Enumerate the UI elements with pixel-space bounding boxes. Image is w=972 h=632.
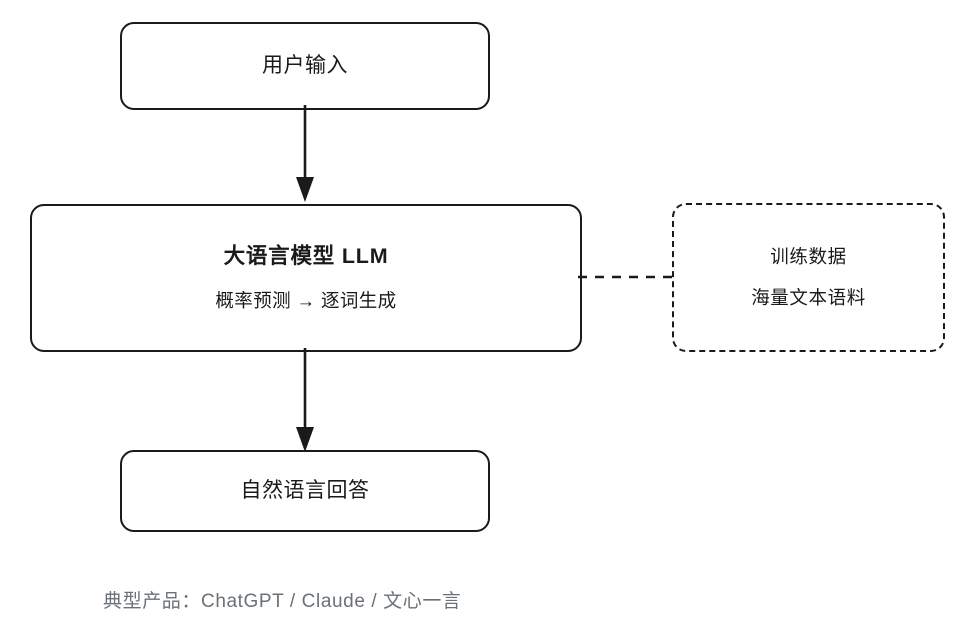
node-natural-language-answer[interactable]: 自然语言回答 [120, 450, 490, 532]
edge-input-to-llm-arrow [296, 105, 314, 202]
node-natural-language-answer-label: 自然语言回答 [240, 478, 370, 502]
node-training-data[interactable]: 训练数据 海量文本语料 [672, 203, 945, 352]
node-user-input-label: 用户输入 [262, 53, 348, 77]
node-training-data-line1: 训练数据 [770, 245, 847, 267]
node-llm[interactable]: 大语言模型 LLM 概率预测 → 逐词生成 [30, 204, 582, 352]
node-llm-subtitle: 概率预测 → 逐词生成 [215, 290, 397, 312]
edge-llm-to-output-arrowhead [296, 427, 314, 452]
node-llm-title: 大语言模型 LLM [223, 244, 389, 268]
node-training-data-line2: 海量文本语料 [751, 286, 866, 308]
edge-input-to-llm-arrowhead [296, 177, 314, 202]
edge-llm-to-output-arrow [296, 348, 314, 452]
diagram-caption: 典型产品：ChatGPT / Claude / 文心一言 [103, 591, 462, 612]
edge-llm-to-training-data-link [578, 275, 678, 279]
node-user-input[interactable]: 用户输入 [120, 22, 490, 110]
